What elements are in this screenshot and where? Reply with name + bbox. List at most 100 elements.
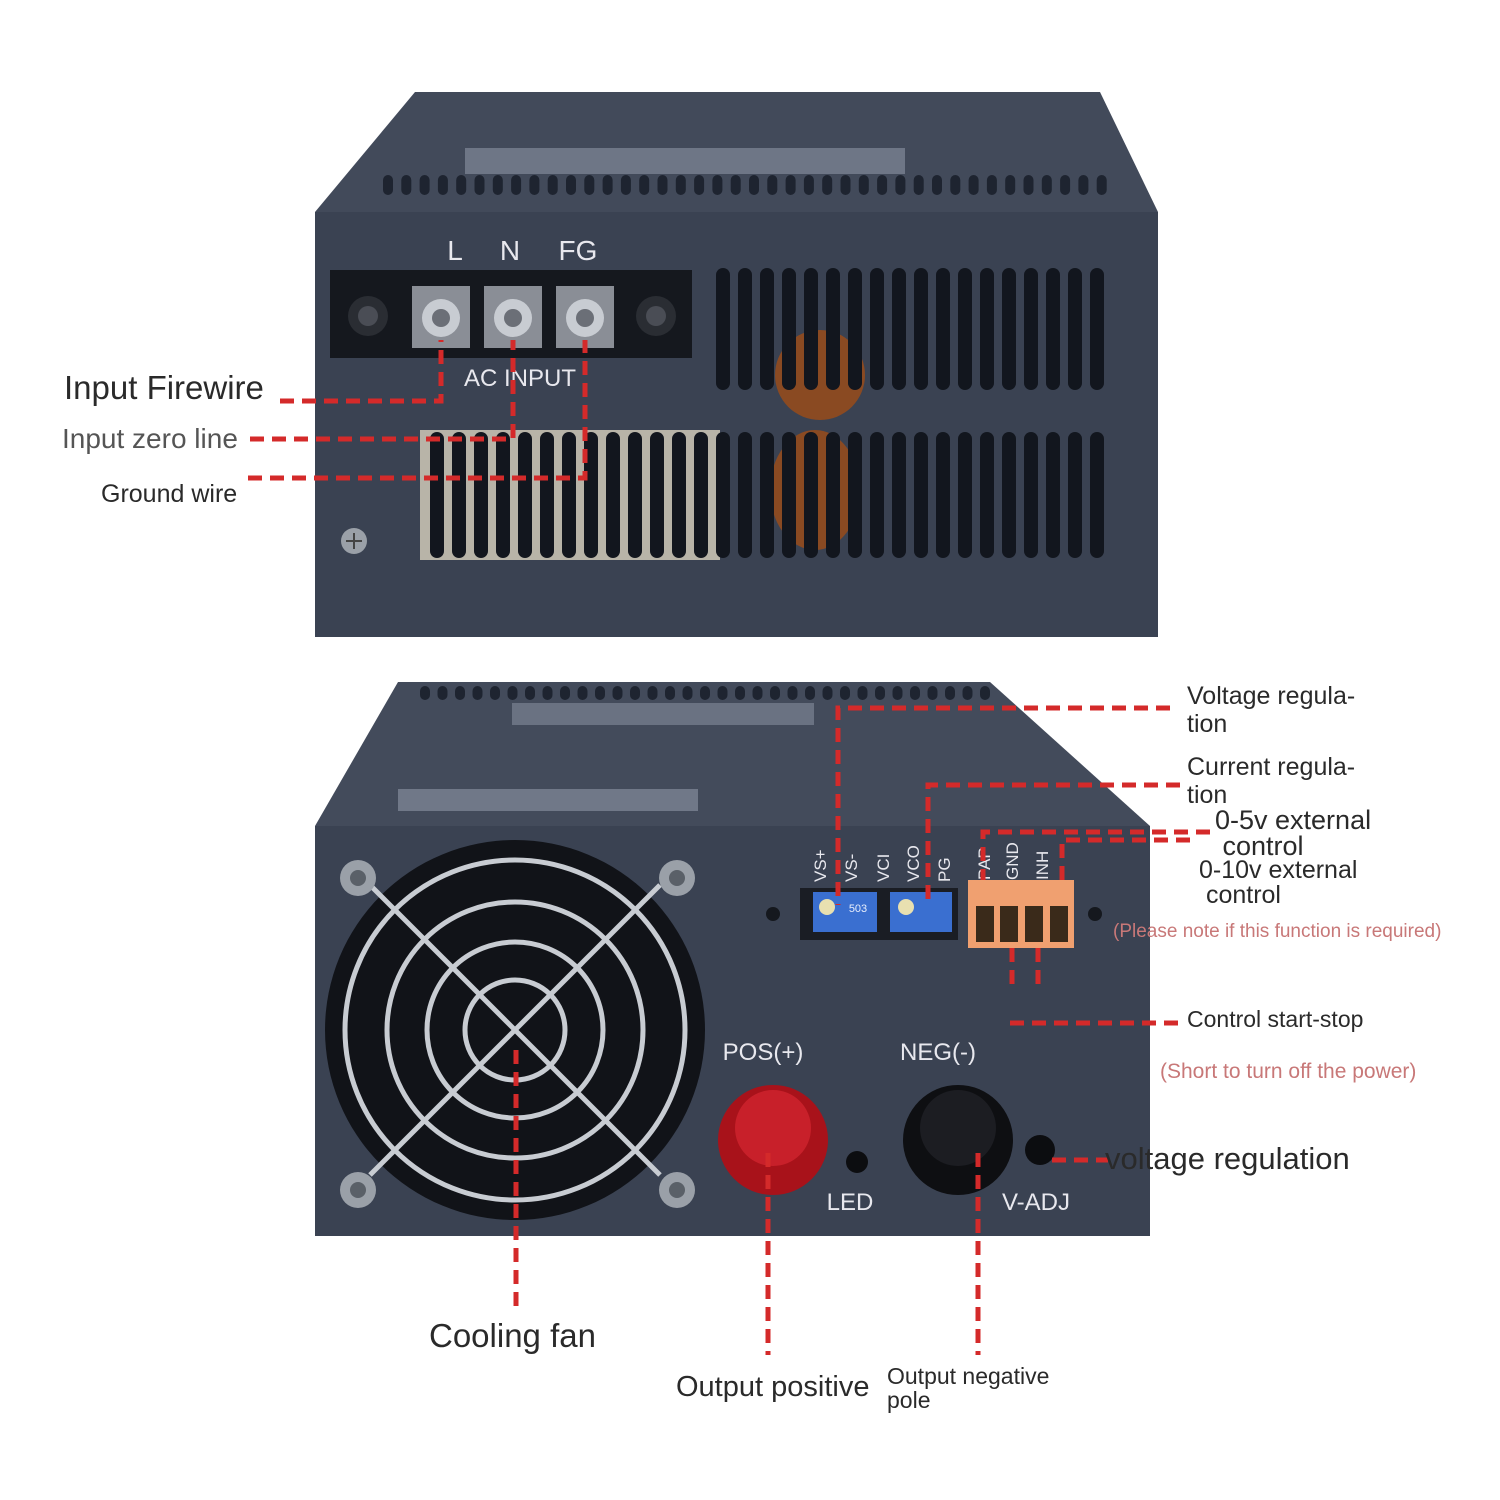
vent-slot <box>803 175 814 195</box>
vent-slot <box>383 175 393 195</box>
pot-code: 503 <box>849 903 867 915</box>
vent-slot <box>804 268 818 390</box>
vent-slot <box>511 175 522 195</box>
vent-slot <box>936 432 950 558</box>
vent-slot <box>694 432 708 558</box>
vent-slot <box>804 432 818 558</box>
vent-slot <box>840 686 850 700</box>
vent-slot <box>401 175 412 195</box>
vent-slot <box>749 175 759 195</box>
terminal-screw-fg <box>556 286 614 348</box>
top-lid-vents <box>383 175 1107 195</box>
vent-slot <box>716 268 730 390</box>
vent-slot <box>805 686 815 700</box>
vent-slot <box>858 175 869 195</box>
negative-output-terminal <box>903 1085 1013 1195</box>
pot-label-vci: VCI <box>874 854 893 882</box>
vent-slot <box>507 686 518 700</box>
vent-slot <box>760 268 774 390</box>
vent-slot <box>560 686 570 700</box>
vent-slot <box>1024 432 1038 558</box>
callout-output-positive: Output positive <box>676 1371 870 1403</box>
vent-slot <box>612 686 623 700</box>
vent-slot <box>474 175 485 195</box>
vent-slot <box>848 268 862 390</box>
panel-mount-hole-left <box>766 907 780 921</box>
vent-slot <box>492 175 503 195</box>
callout-voltage-regulation: voltage regulation <box>1105 1141 1350 1176</box>
vent-slot <box>760 432 774 558</box>
vent-slot <box>1090 268 1104 390</box>
neg-terminal-label: NEG(-) <box>900 1039 976 1066</box>
panel-mount-hole-right <box>1088 907 1102 921</box>
callout-short-note: (Short to turn off the power) <box>1160 1060 1417 1083</box>
vent-slot <box>650 432 664 558</box>
vent-slot <box>735 686 745 700</box>
vent-slot <box>430 432 444 558</box>
callout-function-note: (Please note if this function is require… <box>1113 921 1442 942</box>
leader-lines <box>248 340 1210 1355</box>
vent-slot <box>927 686 938 700</box>
vent-slot <box>770 686 780 700</box>
terminal-screw-n <box>484 286 542 348</box>
vent-slot <box>717 686 728 700</box>
terminal-caption-ac-input: AC INPUT <box>464 365 576 392</box>
callout-ext-0-5v: 0-5v external control <box>1215 805 1372 861</box>
vent-slot <box>566 175 576 195</box>
fan-screw-bottom-left <box>340 1172 376 1208</box>
vent-slot <box>738 268 752 390</box>
leader-input-firewire <box>280 340 444 404</box>
vent-slot <box>914 268 928 390</box>
vent-slot <box>767 175 778 195</box>
vent-slot <box>870 268 884 390</box>
callout-control-start-stop: Control start-stop <box>1187 1006 1364 1032</box>
leader-ext-0-10v <box>1059 837 1190 880</box>
vent-slot <box>910 686 920 700</box>
pot-label-vs-plus: VS+ <box>811 849 830 882</box>
bottom-lid-vents <box>420 686 990 700</box>
vent-slot <box>1078 175 1089 195</box>
vent-slot <box>958 432 972 558</box>
vent-slot <box>595 686 605 700</box>
fan-screw-top-left <box>340 860 376 896</box>
vent-slot <box>672 432 686 558</box>
callout-cooling-fan: Cooling fan <box>429 1317 596 1354</box>
positive-output-terminal <box>718 1085 828 1195</box>
vent-slot <box>892 268 906 390</box>
callout-voltage-regulation-trim: Voltage regula- tion <box>1187 682 1356 738</box>
control-terminal-connector <box>968 880 1074 948</box>
pot-label-pg: PG <box>935 857 954 882</box>
vent-slot <box>420 686 430 700</box>
vent-slot <box>826 268 840 390</box>
top-power-supply-unit: L N FG AC INPUT <box>315 92 1158 637</box>
vent-slot <box>782 268 796 390</box>
vent-slot <box>1046 432 1060 558</box>
leader-current-regulation <box>925 782 1180 905</box>
vent-slot <box>782 432 796 558</box>
bottom-unit-side-sticker <box>398 789 698 811</box>
callout-input-zero-line: Input zero line <box>62 423 238 454</box>
vent-slot <box>1060 175 1071 195</box>
callout-input-firewire: Input Firewire <box>64 369 264 406</box>
vent-slot <box>892 432 906 558</box>
vent-slot <box>875 686 885 700</box>
vent-slot <box>1024 268 1038 390</box>
vent-slot <box>496 432 510 558</box>
vent-slot <box>700 686 710 700</box>
vent-slot <box>639 175 650 195</box>
vent-slot <box>518 432 532 558</box>
vent-slot <box>540 432 554 558</box>
vent-slot <box>958 268 972 390</box>
vent-slot <box>822 175 833 195</box>
terminal-letter-l: L <box>447 235 463 266</box>
terminal-screw-right-blank <box>636 296 676 336</box>
vent-slot <box>525 686 535 700</box>
vent-slot <box>490 686 500 700</box>
vent-slot <box>785 175 796 195</box>
vent-slot <box>620 175 631 195</box>
vent-slot <box>606 432 620 558</box>
vent-slot <box>452 432 466 558</box>
pot-label-vs-minus: VS- <box>842 854 861 882</box>
vent-slot <box>716 432 730 558</box>
vent-slot <box>1096 175 1107 195</box>
